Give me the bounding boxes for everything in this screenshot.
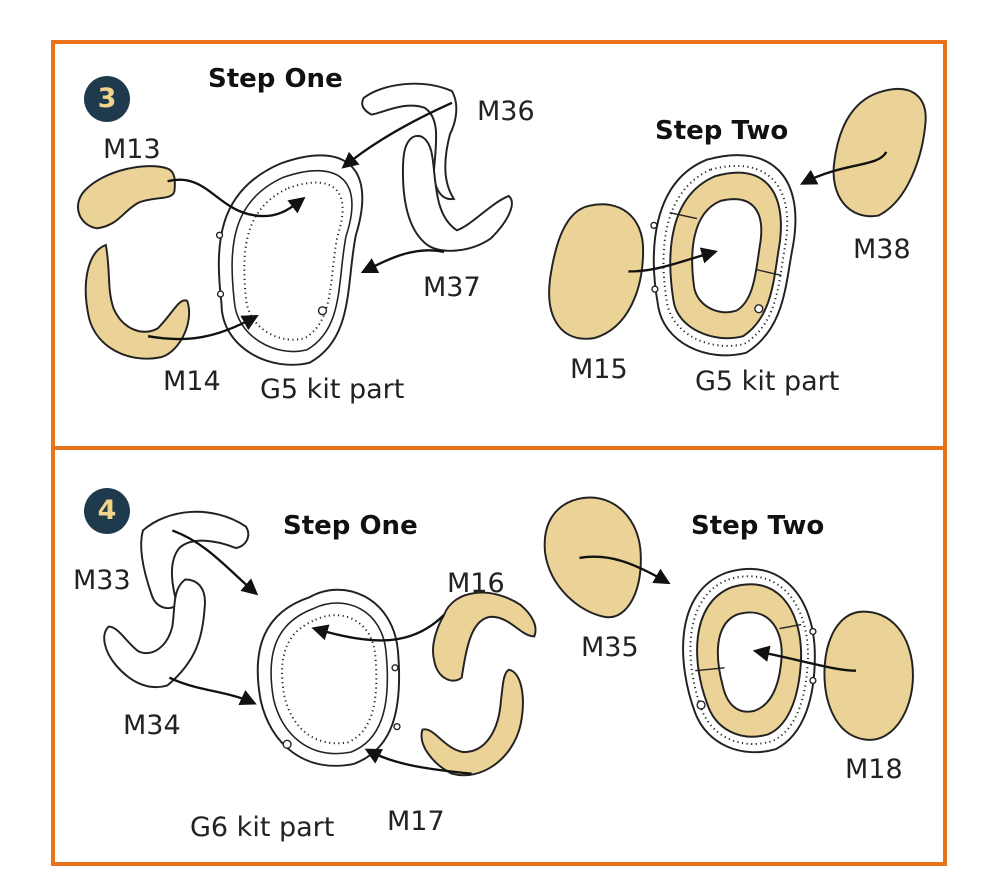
part-m18	[823, 610, 914, 741]
label-m33: M33	[73, 565, 131, 596]
label-m35: M35	[581, 632, 639, 663]
step-two-heading: Step Two	[691, 511, 825, 541]
arrow-m18-to-frame	[752, 645, 857, 672]
g5-kit-part-frame-step-one	[215, 154, 364, 366]
step-one-heading: Step One	[208, 64, 343, 94]
label-g6-kit-part: G6 kit part	[190, 812, 335, 843]
arrow-m17-to-frame	[364, 748, 472, 775]
step-number-badge: 3	[84, 76, 130, 122]
label-m13: M13	[103, 134, 161, 165]
part-m13	[77, 165, 176, 230]
arrow-m13-to-frame	[167, 178, 306, 218]
arrow-m34-to-frame	[168, 676, 257, 706]
part-m38	[832, 88, 927, 218]
part-m14	[84, 243, 190, 360]
step-two-kit-part-frame	[682, 567, 817, 754]
label-m15: M15	[570, 354, 628, 385]
part-m17	[420, 668, 524, 777]
label-m38: M38	[853, 234, 911, 265]
label-g5-kit-part-left: G5 kit part	[260, 374, 405, 405]
arrow-m15-to-frame	[628, 247, 718, 273]
arrow-m33-to-frame	[171, 529, 259, 596]
part-m37	[401, 134, 513, 252]
part-m34	[103, 578, 206, 689]
arrow-m38-to-frame	[800, 151, 888, 185]
label-m36: M36	[477, 96, 535, 127]
step-two-heading: Step Two	[655, 116, 789, 146]
arrow-m16-to-frame	[311, 613, 445, 642]
part-m33	[140, 510, 250, 609]
panel-3-illustration	[77, 82, 927, 366]
label-m34: M34	[123, 710, 181, 741]
label-m37: M37	[423, 272, 481, 303]
arrow-m37-to-frame	[360, 249, 445, 273]
g6-kit-part-frame	[256, 588, 401, 767]
g5-kit-part-frame-step-two	[650, 154, 797, 357]
step-number-badge: 4	[84, 488, 130, 534]
arrow-m36-to-frame	[341, 101, 453, 169]
step-one-heading: Step One	[283, 511, 418, 541]
label-m17: M17	[387, 806, 445, 837]
panel-4-illustration	[103, 496, 914, 777]
arrow-m14-to-frame	[147, 314, 259, 341]
label-m14: M14	[163, 366, 221, 397]
part-m15	[548, 203, 645, 340]
label-m16: M16	[447, 568, 505, 599]
step-panel-3: 3 Step One Step Two M13 M14 M36 M37 G5 k…	[51, 40, 947, 450]
arrow-m35-to-frame	[579, 555, 671, 585]
label-g5-kit-part-right: G5 kit part	[695, 366, 840, 397]
label-m18: M18	[845, 754, 903, 785]
part-m16	[432, 591, 537, 682]
step-panel-4: 4 Step One Step Two M33 M34 M16 M17 G6 k…	[51, 446, 947, 866]
